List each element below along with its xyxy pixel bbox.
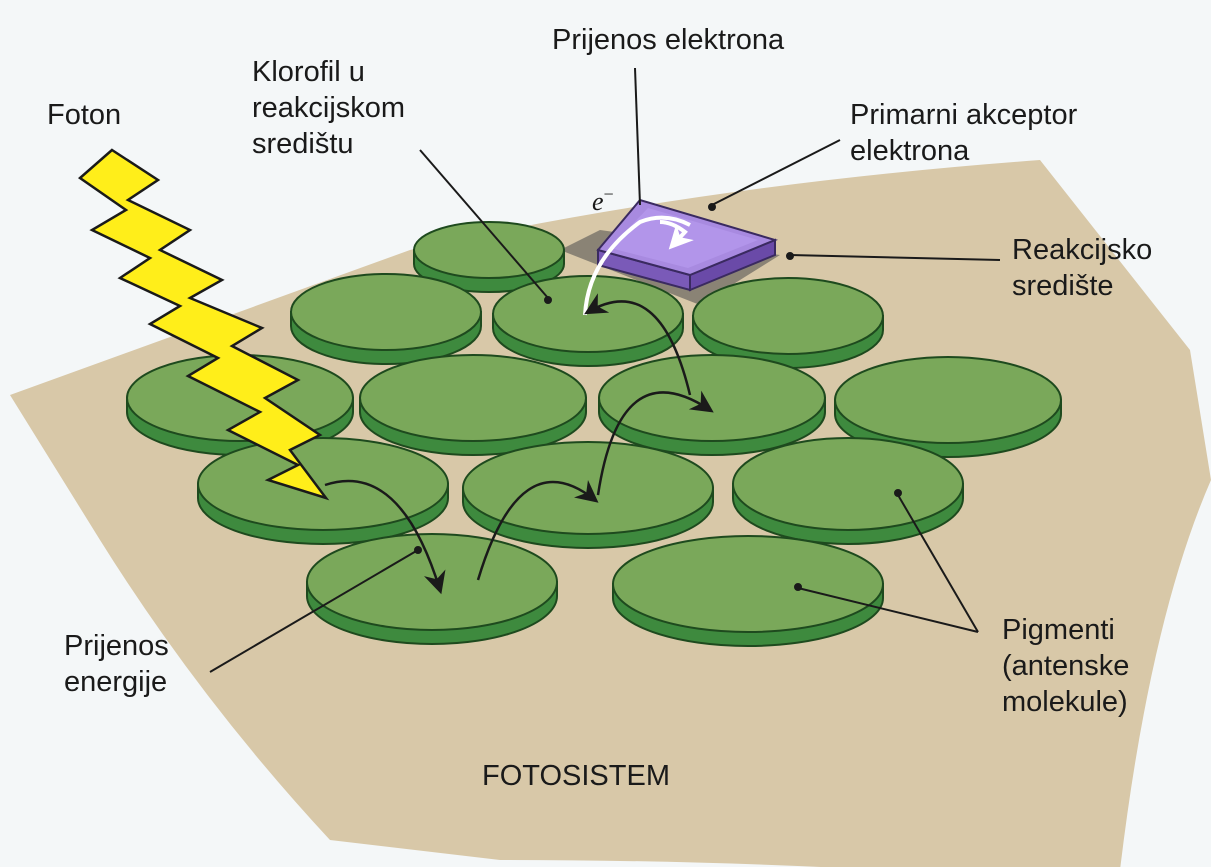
primary-acceptor-line-2: elektrona	[850, 133, 1077, 169]
reaction-center-line-2: središte	[1012, 268, 1152, 304]
pigment-disc	[733, 438, 963, 544]
primary-acceptor-label: Primarni akceptor elektrona	[850, 97, 1077, 169]
energy-transfer-label: Prijenos energije	[64, 628, 169, 700]
rc-chlorophyll-line-1: Klorofil u	[252, 54, 405, 90]
pigment-disc	[307, 534, 557, 644]
primary-acceptor-line-1: Primarni akceptor	[850, 97, 1077, 133]
energy-transfer-line-1: Prijenos	[64, 628, 169, 664]
reaction-center-line-1: Reakcijsko	[1012, 232, 1152, 268]
pigments-label: Pigmenti (antenske molekule)	[1002, 612, 1129, 720]
rc-chlorophyll-label: Klorofil u reakcijskom središtu	[252, 54, 405, 162]
pigment-disc	[291, 274, 481, 364]
pigment-disc	[360, 355, 586, 455]
rc-chlorophyll-line-3: središtu	[252, 126, 405, 162]
pigments-line-1: Pigmenti	[1002, 612, 1129, 648]
electron-transfer-label: Prijenos elektrona	[552, 22, 784, 58]
pigment-disc	[198, 438, 448, 544]
photon-label: Foton	[47, 97, 121, 133]
pigment-disc	[613, 536, 883, 646]
reaction-center-label: Reakcijsko središte	[1012, 232, 1152, 304]
photosystem-label: FOTOSISTEM	[482, 758, 670, 794]
pigments-line-3: molekule)	[1002, 684, 1129, 720]
rc-chlorophyll-line-2: reakcijskom	[252, 90, 405, 126]
pigments-line-2: (antenske	[1002, 648, 1129, 684]
energy-transfer-line-2: energije	[64, 664, 169, 700]
